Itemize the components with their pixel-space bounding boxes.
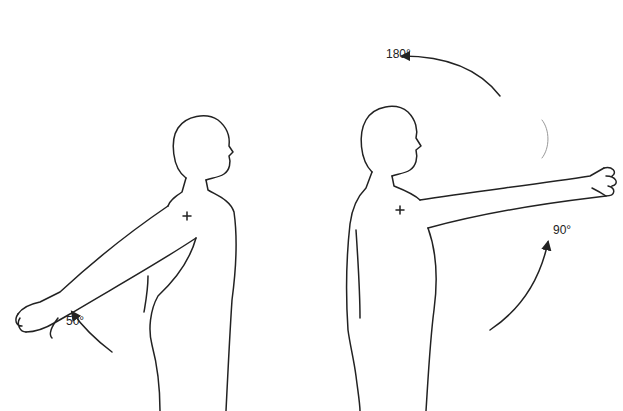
arm-lower-edge bbox=[428, 196, 606, 228]
torso-back bbox=[150, 238, 196, 411]
angle-label: 180° bbox=[386, 48, 411, 60]
angle-label: 50° bbox=[66, 315, 84, 327]
arm-lower-edge bbox=[26, 238, 196, 332]
hand-outline bbox=[592, 168, 616, 196]
torso-front bbox=[206, 180, 236, 411]
motion-arc bbox=[490, 242, 548, 330]
head-outline bbox=[173, 116, 233, 180]
angle-label: 90° bbox=[553, 224, 571, 236]
joint-cross bbox=[396, 206, 404, 214]
head-outline bbox=[361, 106, 421, 176]
torso-back bbox=[347, 172, 372, 411]
arm-upper-edge bbox=[18, 206, 168, 314]
torso-front bbox=[426, 228, 436, 411]
arm-fold bbox=[356, 230, 360, 318]
arm-upper-edge bbox=[420, 168, 604, 200]
neck-front bbox=[392, 176, 420, 200]
neck-back bbox=[168, 178, 186, 206]
motion-arc bbox=[402, 56, 500, 96]
hand-ghost-outline bbox=[542, 120, 548, 158]
hand-outline bbox=[16, 314, 58, 338]
joint-cross bbox=[183, 212, 191, 220]
arm-fold bbox=[144, 276, 148, 312]
